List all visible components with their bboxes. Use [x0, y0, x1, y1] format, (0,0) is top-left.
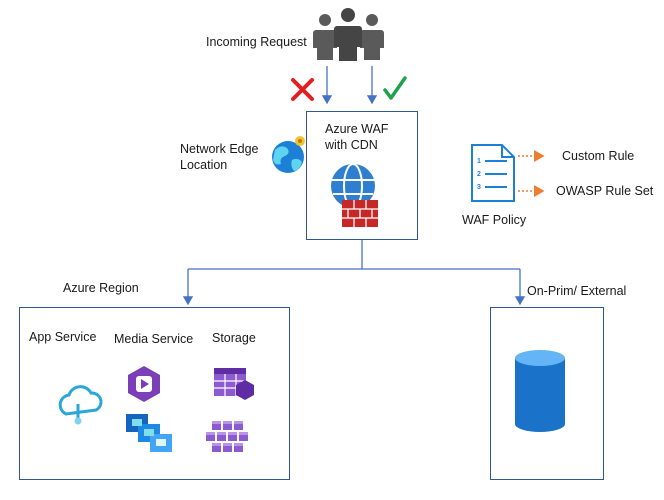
svg-text:2: 2 [477, 171, 481, 178]
owasp-rule-set-label: OWASP Rule Set [556, 184, 654, 198]
azure-region-label: Azure Region [63, 281, 139, 295]
waf-policy-label: WAF Policy [462, 213, 527, 227]
on-prem-label: On-Prim/ External [527, 284, 627, 298]
network-edge-label: Network Edge Location [180, 142, 259, 172]
svg-text:1: 1 [477, 158, 481, 165]
svg-text:3: 3 [477, 184, 481, 191]
media-service-label: Media Service [114, 332, 194, 346]
app-service-label: App Service [29, 330, 97, 344]
custom-rule-label: Custom Rule [562, 149, 635, 163]
storage-label: Storage [212, 331, 256, 345]
incoming-request-label: Incoming Request [206, 35, 307, 49]
azure-waf-label: Azure WAF with CDN [325, 122, 389, 152]
